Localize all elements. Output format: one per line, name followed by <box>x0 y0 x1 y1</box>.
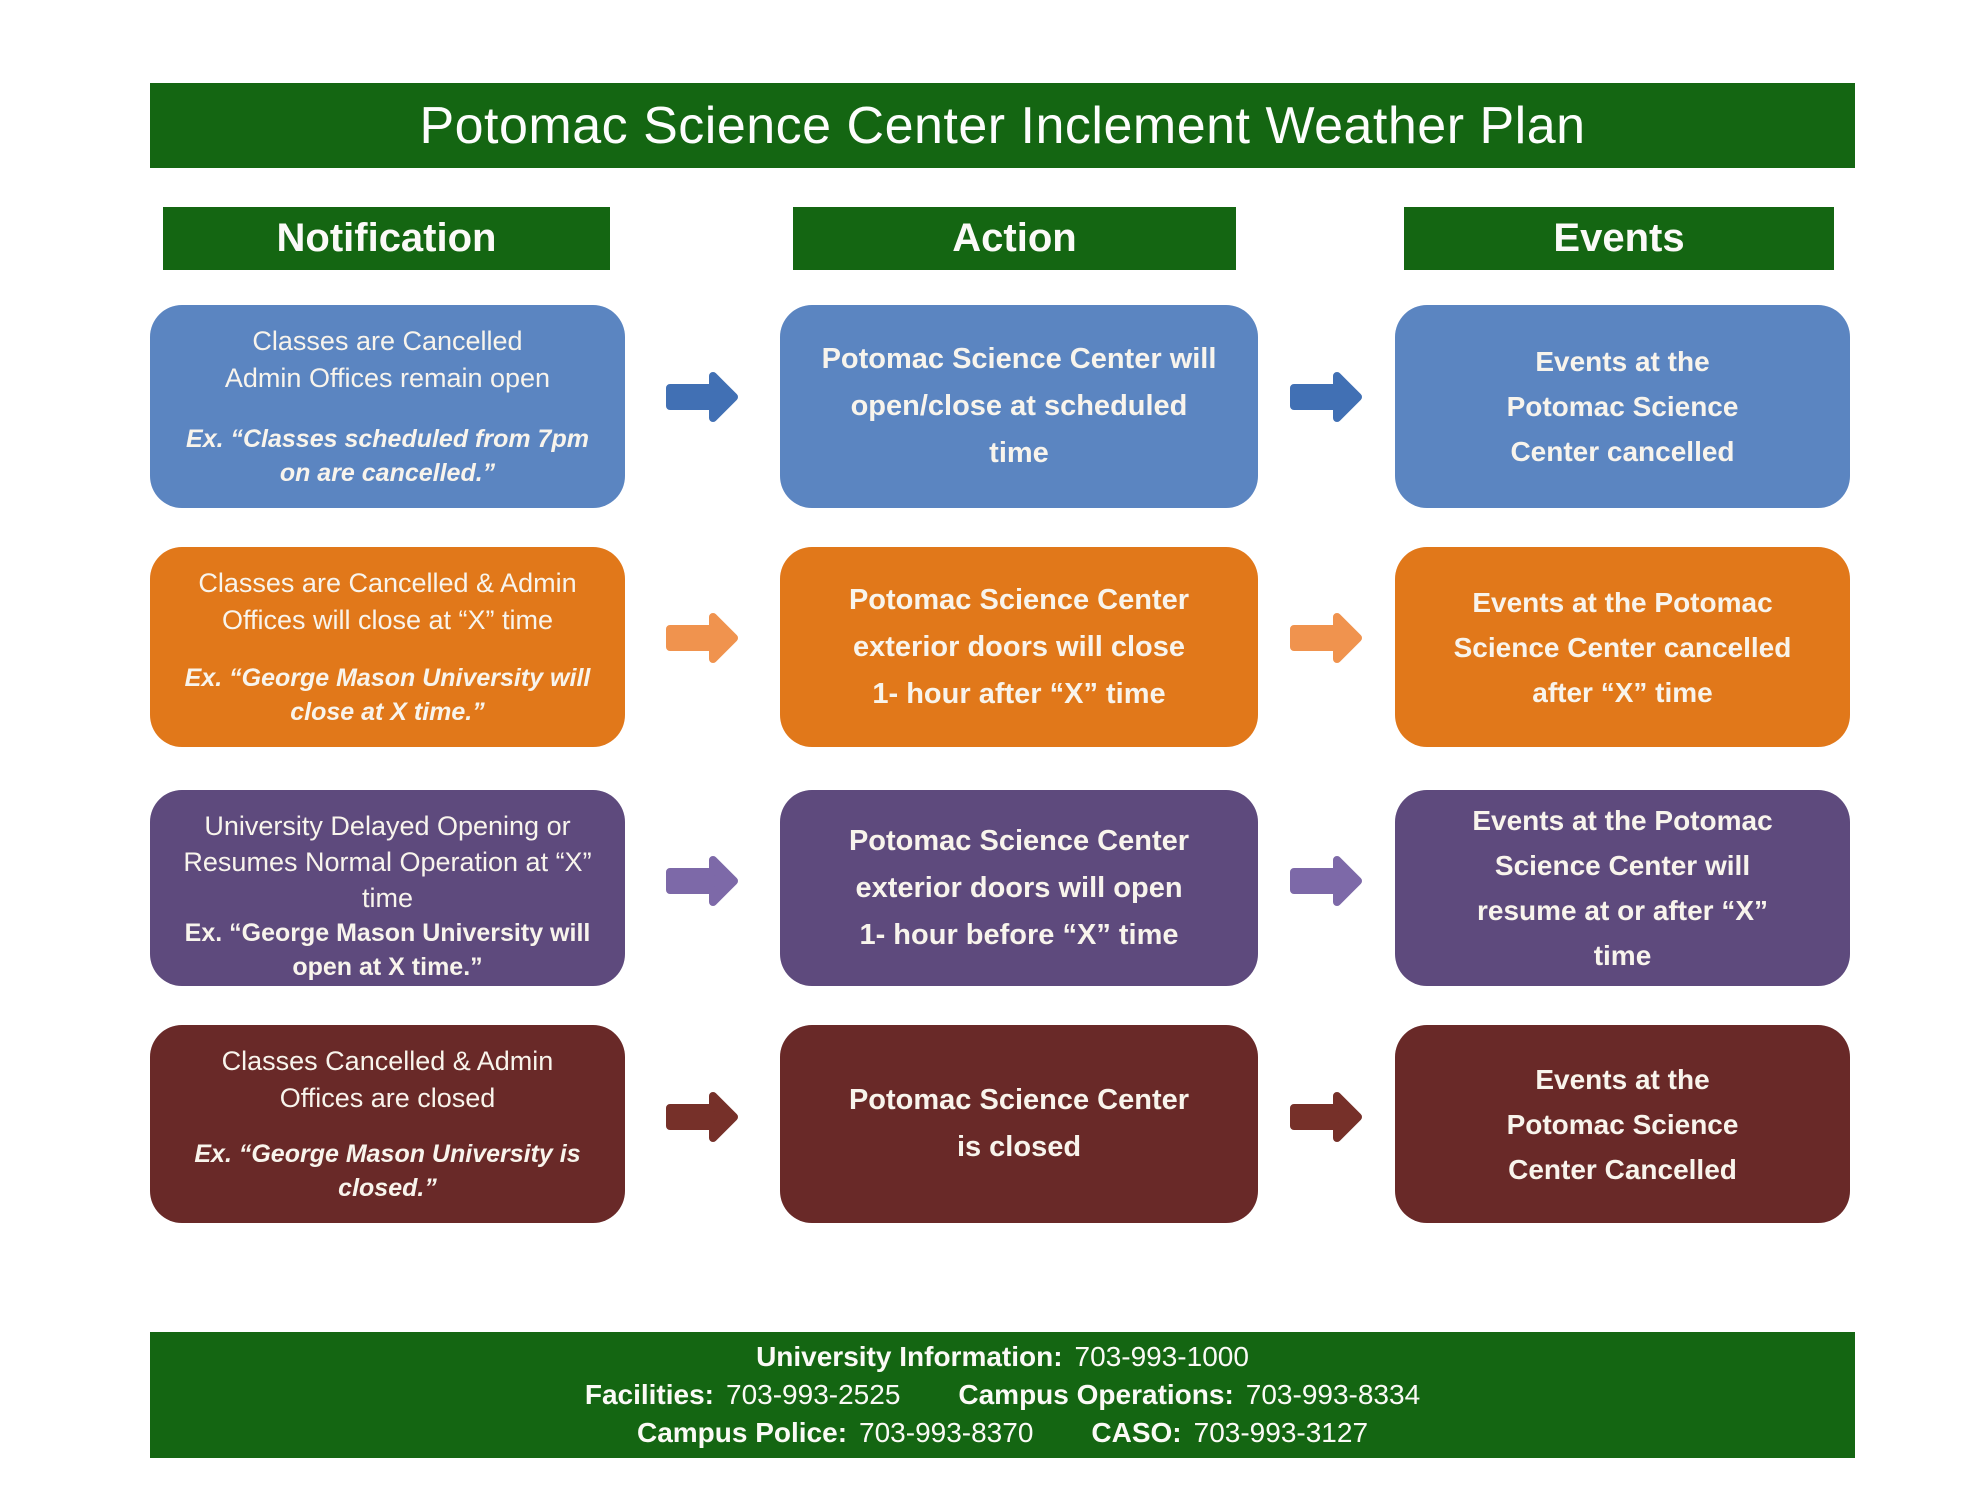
action-text: Potomac Science Center exterior doors wi… <box>848 824 1190 951</box>
page-title: Potomac Science Center Inclement Weather… <box>419 96 1586 155</box>
action-text: Potomac Science Center is closed <box>848 1084 1190 1163</box>
arrow-right-icon <box>666 1092 738 1142</box>
arrow-right-icon <box>666 856 738 906</box>
footer-line: University Information: 703-993-1000 <box>756 1338 1249 1376</box>
notification-example-text: Ex. “George Mason University is closed.” <box>194 1140 581 1202</box>
contact-phone: 703-993-1000 <box>1074 1341 1249 1372</box>
column-header-action: Action <box>793 207 1236 270</box>
contact-entry: Campus Operations: 703-993-8334 <box>958 1376 1420 1414</box>
contact-phone: 703-993-8370 <box>859 1417 1034 1448</box>
contact-entry: CASO: 703-993-3127 <box>1091 1414 1368 1452</box>
contact-label: Campus Police: <box>636 1417 848 1448</box>
action-box-row3: Potomac Science Center exterior doors wi… <box>780 790 1258 986</box>
footer-line: Campus Police: 703-993-8370 CASO: 703-99… <box>637 1414 1368 1452</box>
notification-text: University Delayed Opening or Resumes No… <box>183 811 592 913</box>
arrow-right-icon <box>666 613 738 663</box>
column-header-label: Notification <box>276 216 497 260</box>
title-banner: Potomac Science Center Inclement Weather… <box>150 83 1855 168</box>
notification-box-row3: University Delayed Opening or Resumes No… <box>150 790 625 986</box>
action-box-row1: Potomac Science Center will open/close a… <box>780 305 1258 508</box>
action-box-row2: Potomac Science Center exterior doors wi… <box>780 547 1258 747</box>
events-text: Events at the Potomac Science Center can… <box>1453 586 1792 708</box>
notification-example-text: Ex. “George Mason University will close … <box>184 664 591 726</box>
events-text: Events at the Potomac Science Center Can… <box>1506 1063 1739 1185</box>
arrow-right-icon <box>666 372 738 422</box>
column-header-notification: Notification <box>163 207 610 270</box>
arrow-right-icon <box>1290 1092 1362 1142</box>
column-header-label: Action <box>952 216 1077 260</box>
notification-example-text: Ex. “Classes scheduled from 7pm on are c… <box>186 425 589 487</box>
action-text: Potomac Science Center exterior doors wi… <box>848 583 1190 710</box>
notification-text: Classes are Cancelled Admin Offices rema… <box>224 326 551 393</box>
notification-box-row1: Classes are Cancelled Admin Offices rema… <box>150 305 625 508</box>
events-text: Events at the Potomac Science Center can… <box>1506 346 1739 467</box>
events-box-row2: Events at the Potomac Science Center can… <box>1395 547 1850 747</box>
notification-example-text: Ex. “George Mason University will open a… <box>184 919 591 981</box>
contact-phone: 703-993-8334 <box>1245 1379 1421 1410</box>
contact-entry: Facilities: 703-993-2525 <box>585 1376 901 1414</box>
events-box-row1: Events at the Potomac Science Center can… <box>1395 305 1850 508</box>
arrow-right-icon <box>1290 613 1362 663</box>
contact-phone: 703-993-3127 <box>1193 1417 1369 1448</box>
column-header-events: Events <box>1404 207 1834 270</box>
contact-label: Facilities: <box>584 1379 715 1410</box>
events-box-row4: Events at the Potomac Science Center Can… <box>1395 1025 1850 1223</box>
notification-box-row4: Classes Cancelled & Admin Offices are cl… <box>150 1025 625 1223</box>
events-box-row3: Events at the Potomac Science Center wil… <box>1395 790 1850 986</box>
contact-label: CASO: <box>1091 1417 1182 1448</box>
arrow-right-icon <box>1290 856 1362 906</box>
column-header-label: Events <box>1553 216 1685 260</box>
footer-line: Facilities: 703-993-2525 Campus Operatio… <box>585 1376 1420 1414</box>
notification-text: Classes are Cancelled & Admin Offices wi… <box>198 568 577 635</box>
contact-label: University Information: <box>756 1341 1063 1372</box>
arrow-right-icon <box>1290 372 1362 422</box>
contact-entry: University Information: 703-993-1000 <box>756 1338 1249 1376</box>
action-text: Potomac Science Center will open/close a… <box>821 343 1217 469</box>
notification-box-row2: Classes are Cancelled & Admin Offices wi… <box>150 547 625 747</box>
notification-text: Classes Cancelled & Admin Offices are cl… <box>221 1046 554 1113</box>
contact-footer: University Information: 703-993-1000 Fac… <box>150 1332 1855 1458</box>
contact-phone: 703-993-2525 <box>726 1379 901 1410</box>
action-box-row4: Potomac Science Center is closed <box>780 1025 1258 1223</box>
events-text: Events at the Potomac Science Center wil… <box>1472 805 1773 971</box>
contact-entry: Campus Police: 703-993-8370 <box>637 1414 1033 1452</box>
contact-label: Campus Operations: <box>958 1379 1234 1410</box>
